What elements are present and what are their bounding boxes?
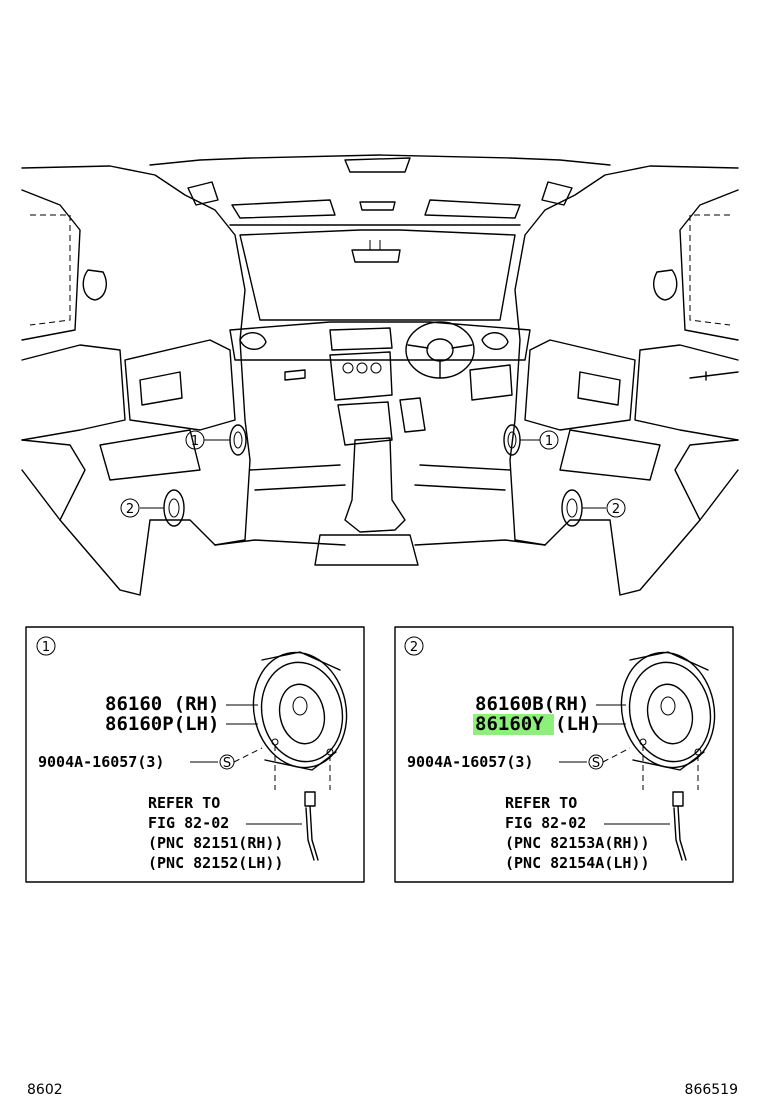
illustration-code: 8602	[27, 1082, 63, 1098]
detail-panel-2: 2 86160B(RH) 86160Y (LH) 9004A-16057(3) …	[394, 626, 734, 883]
panel-1-index-circle	[36, 636, 56, 656]
panel-1-part-rh: 86160 (RH)	[105, 693, 219, 715]
figure-number: 866519	[684, 1082, 738, 1098]
detail-panel-1: 1 86160 (RH) 86160P(LH) 9004A-16057(3) S…	[25, 626, 365, 883]
callout-2-left: 2	[120, 498, 140, 518]
callout-2-right: 2	[606, 498, 626, 518]
svg-text:S: S	[223, 756, 231, 771]
vehicle-interior-illustration	[21, 154, 739, 596]
speaker-icon	[252, 651, 348, 790]
svg-text:2: 2	[126, 502, 134, 517]
panel-2-part-lh-highlight: 86160Y	[475, 713, 544, 735]
callout-1-left: 1	[185, 430, 205, 450]
panel-1-pnc-lh: (PNC 82152(LH))	[148, 854, 283, 872]
panel-2-part-lh-suffix: (LH)	[555, 713, 601, 735]
panel-1-refer-line2: FIG 82-02	[148, 814, 229, 832]
svg-text:S: S	[592, 756, 600, 771]
speaker-icon	[620, 651, 716, 790]
svg-text:1: 1	[191, 434, 199, 449]
panel-1-screw-part: 9004A-16057(3)	[38, 753, 164, 771]
panel-2-refer-line2: FIG 82-02	[505, 814, 586, 832]
part-highlight	[473, 714, 554, 735]
svg-text:2: 2	[612, 502, 620, 517]
panel-1-refer-line1: REFER TO	[148, 794, 220, 812]
panel-2-part-rh: 86160B(RH)	[475, 693, 589, 715]
callout-1-right: 1	[539, 430, 559, 450]
svg-text:1: 1	[545, 434, 553, 449]
panel-2-screw-part: 9004A-16057(3)	[407, 753, 533, 771]
connector-icon	[672, 791, 684, 807]
panel-1-pnc-rh: (PNC 82151(RH))	[148, 834, 283, 852]
panel-2-refer-line1: REFER TO	[505, 794, 577, 812]
connector-icon	[304, 791, 316, 807]
panel-2-pnc-rh: (PNC 82153A(RH))	[505, 834, 650, 852]
panel-2-pnc-lh: (PNC 82154A(LH))	[505, 854, 650, 872]
panel-1-part-lh: 86160P(LH)	[105, 713, 219, 735]
panel-2-index-circle	[404, 636, 424, 656]
panel-1-index: 1	[42, 640, 50, 655]
panel-2-index: 2	[410, 640, 418, 655]
